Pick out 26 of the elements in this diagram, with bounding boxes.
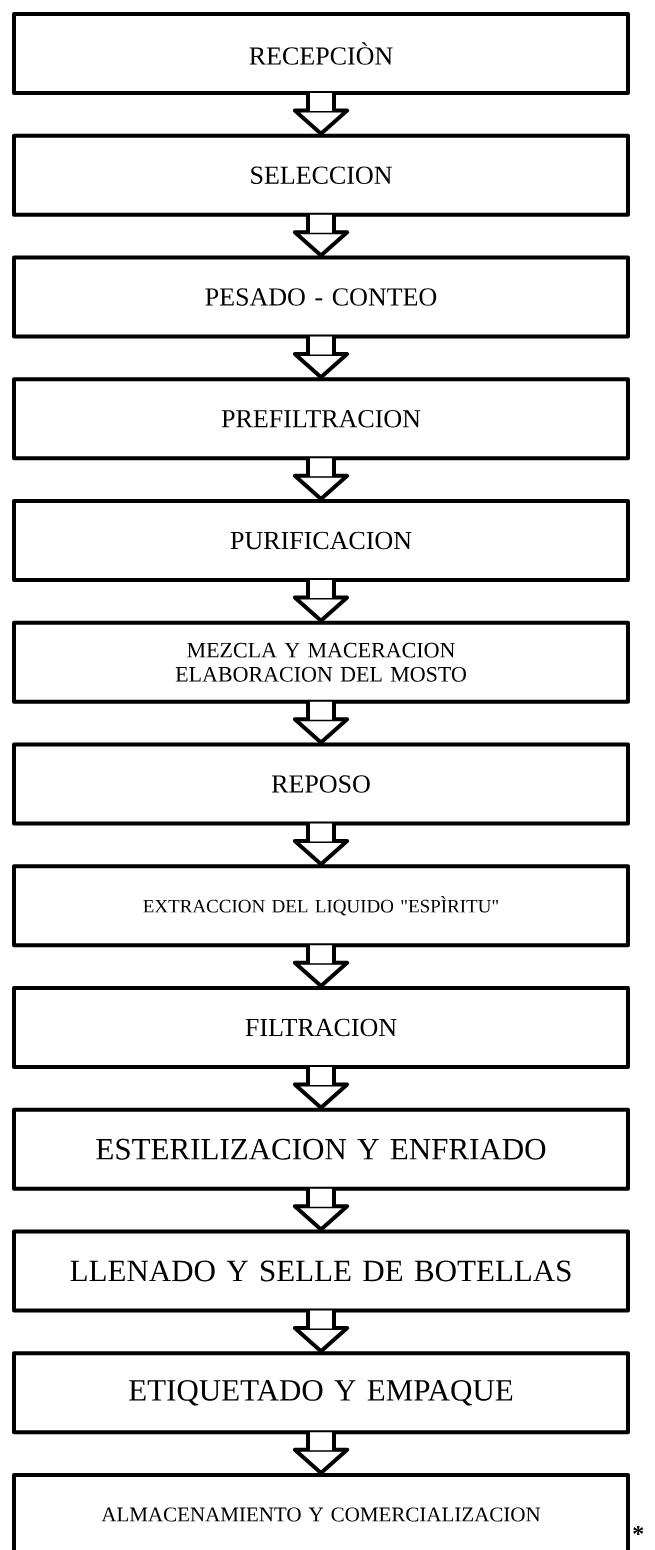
process-box: FILTRACION [12, 986, 630, 1069]
process-box: EXTRACCION DEL LIQUIDO "ESPÌRITU" [12, 864, 630, 948]
process-box: PESADO - CONTEO [12, 255, 630, 339]
process-box: SELECCION [12, 133, 630, 217]
footnote-mark: * [633, 1526, 644, 1535]
process-box: ALMACENAMIENTO Y COMERCIALIZACION [12, 1473, 630, 1550]
block-arrow [292, 93, 350, 136]
block-arrow [292, 336, 350, 380]
block-arrow [292, 458, 350, 501]
process-box: PURIFICACION [12, 499, 630, 582]
process-box: MEZCLA Y MACERACION ELABORACION DEL MOSTO [12, 620, 630, 704]
process-box: PREFILTRACION [12, 377, 630, 461]
block-arrow [292, 214, 350, 258]
process-box: ETIQUETADO Y EMPAQUE [12, 1351, 630, 1435]
block-arrow [292, 1067, 350, 1110]
block-arrow [292, 823, 350, 867]
process-box: RECEPCIÒN [12, 12, 630, 95]
block-arrow [292, 701, 350, 745]
block-arrow [292, 580, 350, 623]
process-box: REPOSO [12, 742, 630, 826]
process-box: ESTERILIZACION Y ENFRIADO [12, 1107, 630, 1191]
process-box: LLENADO Y SELLE DE BOTELLAS [12, 1229, 630, 1313]
block-arrow [292, 1188, 350, 1232]
block-arrow [292, 1310, 350, 1354]
block-arrow [292, 1432, 350, 1475]
block-arrow [292, 945, 350, 988]
